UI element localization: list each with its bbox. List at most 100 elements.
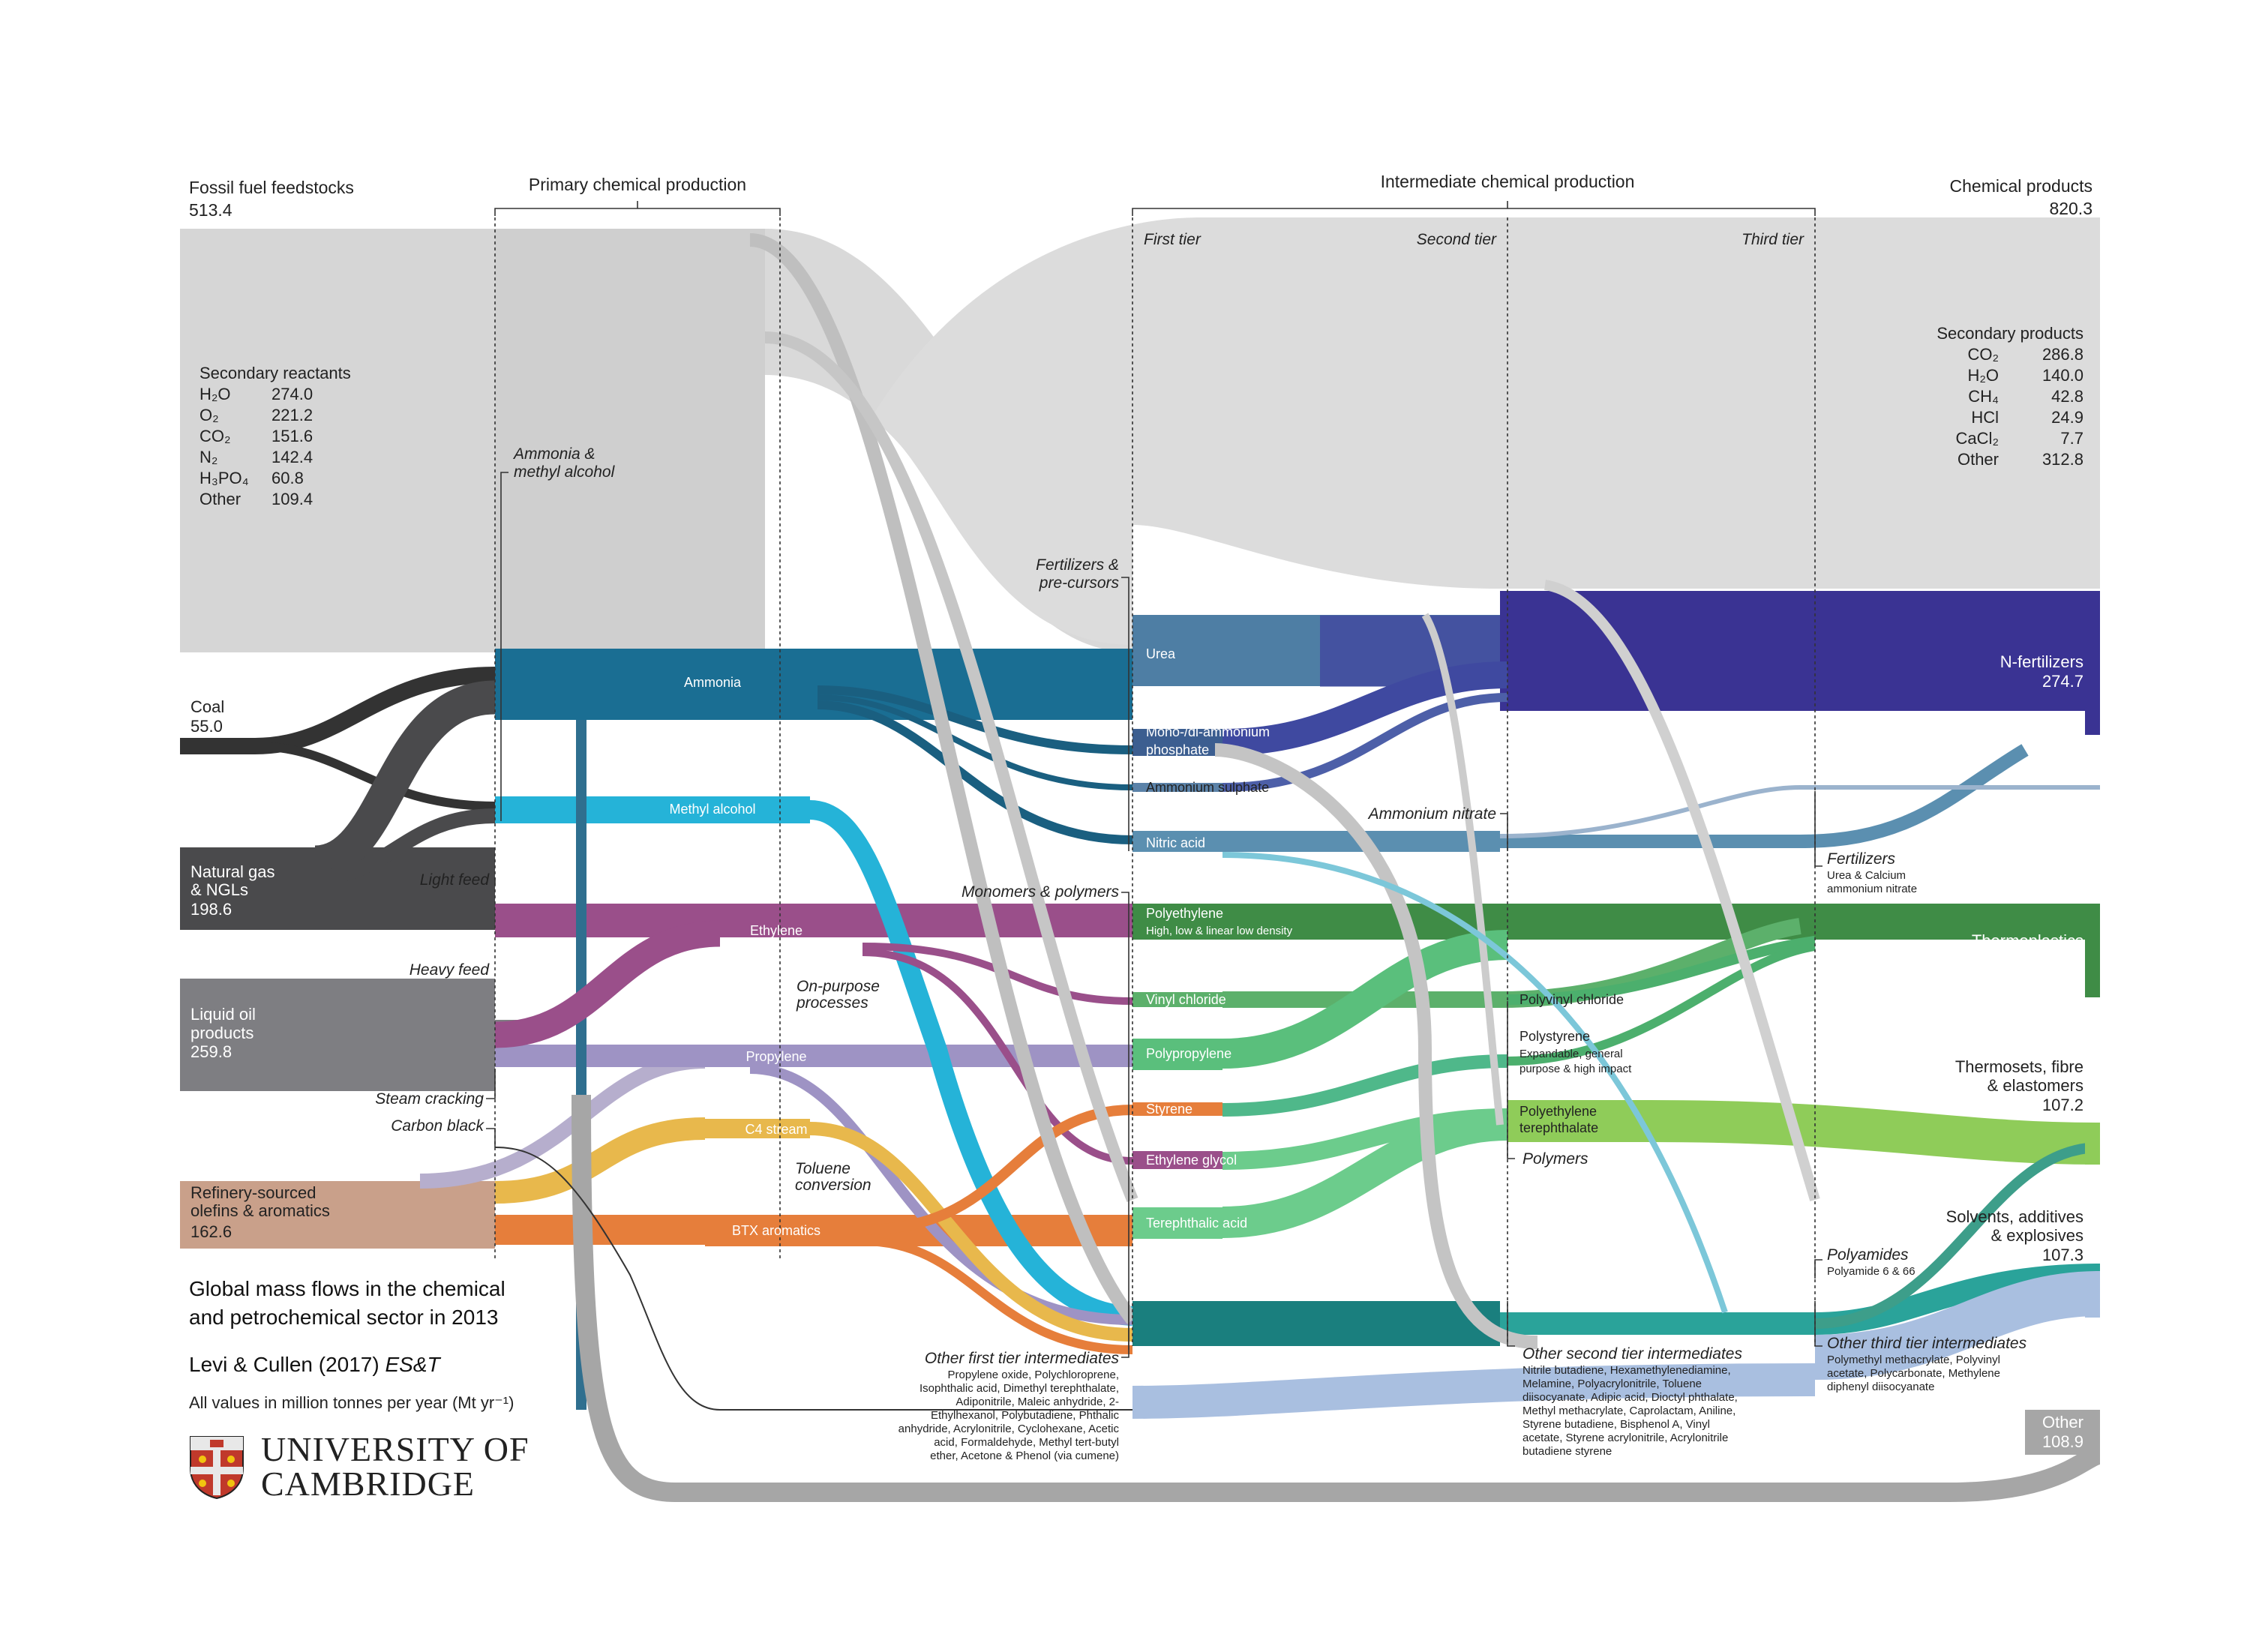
bracket-other-first (1121, 1301, 1130, 1358)
ammonia-to-nitric (817, 700, 1133, 844)
third-tier-labels: Fertilizers Urea & Calcium ammonium nitr… (1827, 850, 2027, 1393)
intermediate-bracket (1132, 201, 1816, 216)
bracket-ammonia-methyl (500, 472, 508, 821)
tier-third: Third tier (1742, 231, 1804, 248)
sr-val-0: 274.0 (272, 385, 313, 403)
nitric-label: Nitric acid (1146, 835, 1205, 850)
sp-val-0: 286.8 (2042, 345, 2084, 364)
methyl-alcohol-label: Methyl alcohol (669, 802, 755, 817)
polypropylene-band (1132, 1039, 1222, 1070)
gas-label-1: Natural gas (190, 862, 275, 881)
polyethylene-sub: High, low & linear low density (1146, 925, 1293, 937)
refinery-to-c4 (494, 1117, 706, 1204)
vinyl-chloride-band (1132, 992, 1222, 1007)
nfert-block (2085, 615, 2100, 735)
tier-flows (1132, 580, 2101, 1419)
note-toluene-1: Toluene (795, 1160, 850, 1177)
other-to-solvents (1814, 1271, 2101, 1380)
units-note: All values in million tonnes per year (M… (189, 1393, 514, 1412)
btx-to-other (862, 1237, 1133, 1354)
grey-loop-1 (1214, 743, 1538, 1349)
note-fertilizers-1: Fertilizers & (1036, 556, 1119, 574)
gas-value: 198.6 (190, 900, 232, 919)
secondary-products-title: Secondary products (1936, 324, 2084, 343)
product-blocks (2025, 615, 2100, 1455)
sp-name-3: HCl (1971, 408, 1999, 427)
oil-label-2: products (190, 1024, 254, 1042)
refinery-label-1: Refinery-sourced (190, 1183, 316, 1202)
university-logo: UNIVERSITY OF CAMBRIDGE (188, 1430, 532, 1503)
other-first-to-solvents (1132, 1363, 1816, 1419)
sp-name-2: CH₄ (1968, 387, 1999, 406)
carbon-black-line (494, 1147, 1132, 1411)
thermosets-label-1: Thermosets, fibre (1955, 1057, 2084, 1076)
logo-line-2: CAMBRIDGE (261, 1465, 476, 1503)
nitric-to-an (1500, 744, 2029, 848)
btx-label: BTX aromatics (732, 1223, 820, 1238)
grey-loop-2 (1421, 613, 1504, 1126)
ammonia-to-sulphate (817, 694, 1133, 790)
bracket-polyamides (1814, 1259, 1822, 1279)
note-steam-cracking: Steam cracking (375, 1090, 484, 1108)
other-third-line-1: acetate, Polycarbonate, Methylene (1827, 1367, 2000, 1380)
note-light-feed: Light feed (420, 871, 490, 889)
other-first-line-6: ether, Acetone & Phenol (via cumene) (930, 1450, 1119, 1462)
other-second-line-6: butadiene styrene (1522, 1445, 1612, 1458)
gas-to-ammonia (313, 680, 496, 880)
feedstocks-header: Fossil fuel feedstocks (189, 178, 354, 197)
pet-label-2: terephthalate (1520, 1120, 1598, 1135)
note-on-purpose-1: On-purpose (796, 978, 880, 995)
glycol-label: Ethylene glycol (1146, 1153, 1237, 1168)
bracket-monomers (1121, 892, 1130, 1350)
pvc-label: Polyvinyl chloride (1520, 992, 1624, 1007)
grey-fan-1 (749, 233, 1138, 1324)
fertilizers-third-sub2: ammonium nitrate (1827, 883, 1917, 895)
bracket-carbon (486, 1128, 496, 1147)
polystyrene-label: Polystyrene (1520, 1029, 1590, 1044)
ps-to-thermo (1507, 942, 1816, 1066)
other-second-line-4: Styrene butadiene, Bisphenol A, Vinyl (1522, 1418, 1710, 1431)
polyethylene-label: Polyethylene (1146, 906, 1223, 921)
other-value: 108.9 (2042, 1432, 2084, 1451)
oil-to-ethylene-curve (494, 920, 721, 1048)
other-first-line-2: Adiponitrile, Maleic anhydride, 2- (956, 1396, 1119, 1408)
sp-val-1: 140.0 (2042, 366, 2084, 385)
bracket-fertilizers (1121, 577, 1130, 851)
note-carbon-black: Carbon black (391, 1117, 484, 1135)
nfert-value: 274.7 (2042, 672, 2084, 691)
other-second-line-0: Nitrile butadiene, Hexamethylenediamine, (1522, 1364, 1731, 1377)
other-first-title: Other first tier intermediates (925, 1350, 1120, 1367)
solvents-label-2: & explosives (1990, 1226, 2084, 1245)
btx-to-styrene (862, 1105, 1133, 1235)
bracket-steam (486, 1069, 496, 1099)
sr-name-2: CO₂ (200, 427, 231, 445)
sr-val-1: 221.2 (272, 406, 313, 424)
ethylene-main (495, 904, 1132, 937)
sp-val-5: 312.8 (2042, 450, 2084, 469)
sp-val-2: 42.8 (2051, 387, 2084, 406)
polystyrene-sub1: Expandable, general (1520, 1048, 1623, 1060)
refinery-block (180, 1181, 495, 1249)
secondary-reactants-table: Secondary reactants H₂O 274.0 O₂ 221.2 C… (200, 364, 351, 508)
coal-to-methyl (254, 742, 496, 811)
oil-value: 259.8 (190, 1042, 232, 1061)
product-labels: N-fertilizers 274.7 Thermoplastics 222.2… (1946, 652, 2084, 1451)
c4-label: C4 stream (745, 1122, 807, 1137)
note-monomers: Monomers & polymers (962, 883, 1120, 901)
urea-label: Urea (1146, 646, 1176, 661)
liquid-oil-block (180, 979, 495, 1091)
other-third-title: Other third tier intermediates (1827, 1335, 2027, 1352)
coal-value: 55.0 (190, 717, 223, 736)
first-tier-labels: Urea Mono-/di-ammonium phosphate Ammoniu… (898, 646, 1293, 1462)
pvc-to-thermo (1507, 936, 1816, 1005)
refinery-value: 162.6 (190, 1222, 232, 1241)
bracket-other-second (1507, 1301, 1515, 1347)
pp-to-thermo (1222, 930, 1508, 1069)
solvents-value: 107.3 (2042, 1246, 2084, 1264)
sr-val-2: 151.6 (272, 427, 313, 445)
sr-val-4: 60.8 (272, 469, 304, 487)
sr-name-5: Other (200, 490, 241, 508)
solvents-block (2085, 1273, 2100, 1318)
ethylene-label: Ethylene (750, 923, 802, 938)
